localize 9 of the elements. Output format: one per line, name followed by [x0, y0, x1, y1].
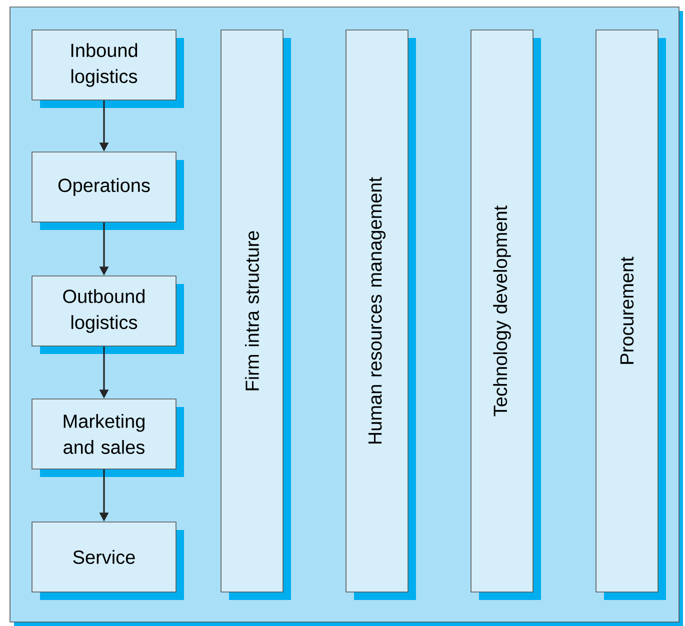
activity-box: Operations — [32, 152, 184, 230]
activity-box: Service — [32, 522, 184, 600]
activity-column: Human resources management — [346, 30, 416, 600]
activity-box: Outbound logistics — [32, 276, 184, 354]
activity-column: Procurement — [596, 30, 666, 600]
activity-column: Firm intra structure — [220, 30, 291, 600]
activity-column: Technology development — [470, 30, 541, 600]
activity-box: Marketing and sales — [32, 398, 184, 477]
activity-box: Inbound logistics — [32, 30, 184, 108]
